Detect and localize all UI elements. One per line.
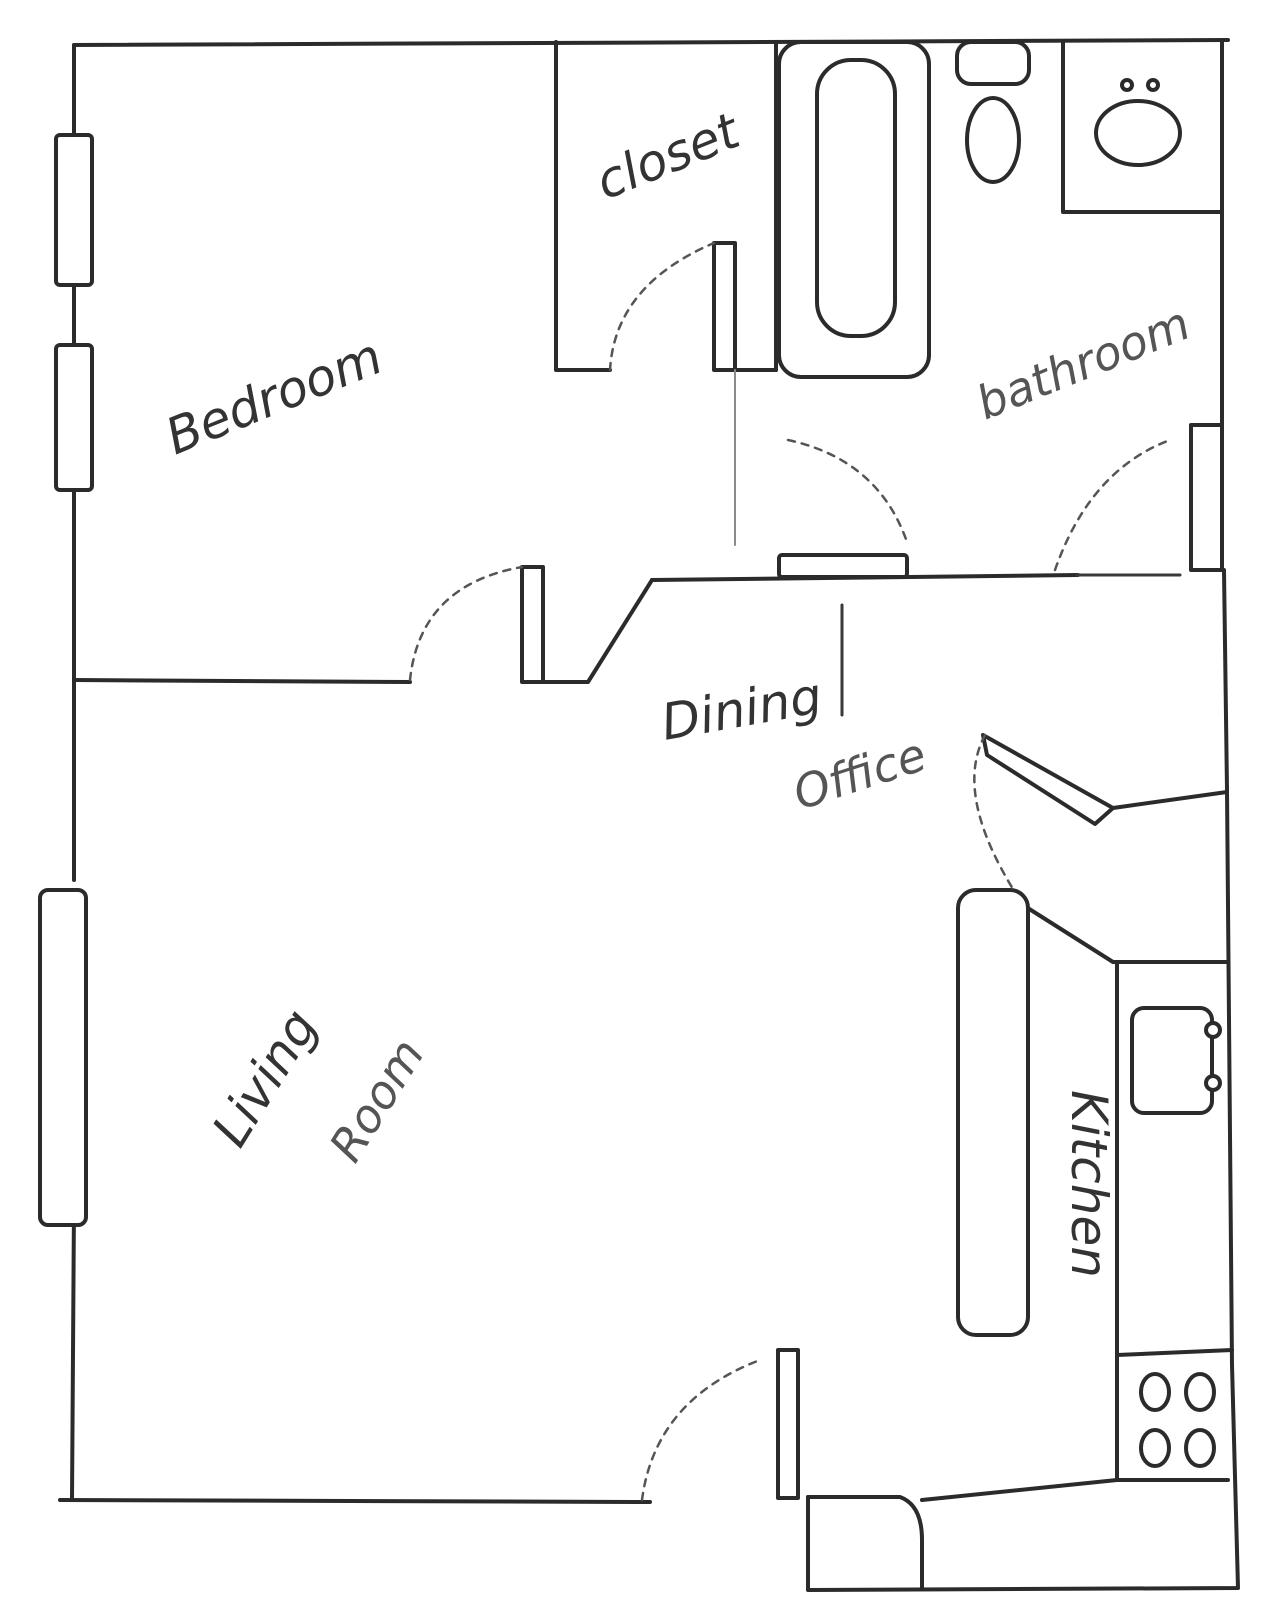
fixtures bbox=[777, 40, 1222, 1468]
kitchen-sink-knob-upper bbox=[1204, 1021, 1222, 1039]
label-living: Living bbox=[201, 1000, 329, 1157]
kitchen-island bbox=[956, 888, 1030, 1337]
bedroom-door-swing bbox=[408, 565, 524, 682]
hall-door-swing bbox=[786, 438, 910, 547]
bathroom-sink bbox=[1094, 99, 1182, 167]
windows bbox=[38, 133, 94, 1227]
stove-burner-1 bbox=[1139, 1372, 1171, 1412]
south-wall bbox=[58, 1498, 652, 1504]
kitchen-door-swing bbox=[973, 733, 1032, 917]
sink-knob-left bbox=[1120, 78, 1134, 92]
front-door-leaf bbox=[776, 1348, 800, 1500]
interior-walls bbox=[72, 40, 1234, 1590]
west-wall bbox=[70, 43, 76, 1502]
stove-burner-3 bbox=[1139, 1428, 1171, 1468]
bedroom-south-wall bbox=[72, 678, 412, 684]
room-labels: closet Bedroom bathroom Dining Office Li… bbox=[158, 101, 1198, 1278]
bathroom-door-leaf bbox=[1189, 423, 1224, 572]
kitchen-counter-edge bbox=[1021, 903, 1230, 964]
door-swings bbox=[408, 241, 1172, 1502]
label-kitchen: Kitchen bbox=[1060, 1090, 1118, 1278]
entry-closet-curve bbox=[806, 1495, 924, 1590]
kitchen-sink bbox=[1130, 1006, 1214, 1115]
toilet-tank bbox=[955, 40, 1031, 86]
closet-door-swing bbox=[608, 241, 716, 372]
label-bedroom: Bedroom bbox=[158, 327, 390, 466]
outer-walls bbox=[58, 38, 1240, 1592]
hall-cabinet bbox=[777, 553, 909, 579]
front-door-swing bbox=[640, 1358, 762, 1502]
bathroom-door-swing bbox=[1053, 438, 1172, 572]
bathtub-basin bbox=[815, 58, 897, 338]
stove-burner-4 bbox=[1184, 1428, 1216, 1468]
bedroom-window-lower bbox=[54, 343, 94, 492]
label-office: Office bbox=[787, 727, 933, 820]
bedroom-angled-wall bbox=[541, 578, 654, 684]
living-room-window bbox=[38, 888, 88, 1227]
closet-west-wall bbox=[554, 40, 612, 372]
north-wall bbox=[72, 38, 1230, 47]
east-wall bbox=[1220, 38, 1234, 1367]
label-closet: closet bbox=[588, 101, 750, 211]
stove-top-edge bbox=[1115, 1348, 1234, 1357]
stove-burner-2 bbox=[1184, 1372, 1216, 1412]
kitchen-sink-knob-lower bbox=[1204, 1074, 1222, 1092]
kitchen-north-wall bbox=[1111, 790, 1229, 810]
bedroom-door-leaf bbox=[520, 565, 545, 684]
bath-vanity-wall bbox=[1061, 40, 1224, 214]
kitchen-door-leaf bbox=[981, 733, 1115, 826]
label-dining: Dining bbox=[657, 667, 826, 752]
toilet-bowl bbox=[965, 96, 1021, 184]
label-room: Room bbox=[319, 1029, 435, 1170]
entry-north-wall bbox=[920, 1478, 1119, 1502]
bedroom-window-upper bbox=[54, 133, 94, 287]
closet-door-leaf bbox=[712, 241, 737, 372]
south-entry-walls bbox=[806, 1363, 1240, 1592]
label-bathroom: bathroom bbox=[969, 296, 1197, 430]
sink-knob-right bbox=[1146, 78, 1160, 92]
